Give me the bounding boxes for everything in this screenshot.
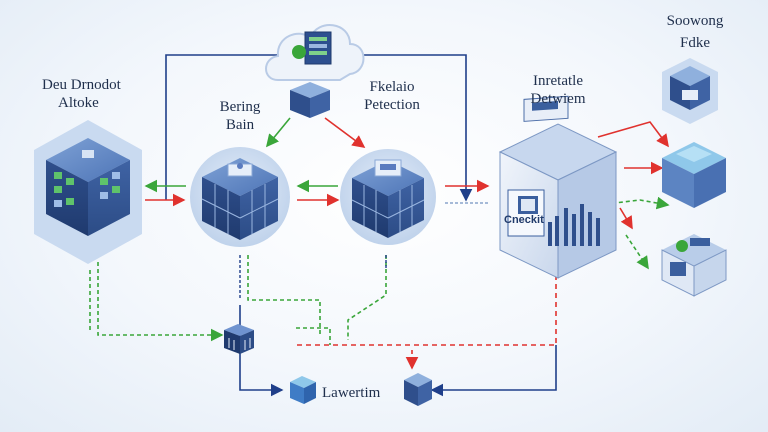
top-right-label-line2: Fdke bbox=[680, 35, 710, 51]
red-connectors bbox=[145, 117, 669, 370]
feature-label-line2: Petection bbox=[364, 97, 420, 113]
cube-icon bbox=[662, 142, 726, 208]
bottom-node-label: Lawertim bbox=[322, 385, 381, 401]
bering-label-line2: Bain bbox=[225, 117, 255, 133]
feature-label-line1: Fkelaio bbox=[369, 79, 415, 95]
server-icon bbox=[498, 95, 618, 279]
bering-label: Bering Bain bbox=[200, 98, 280, 134]
cube-icon bbox=[661, 234, 727, 297]
bering-label-line1: Bering bbox=[219, 99, 261, 115]
interest-label-line2: Detwiem bbox=[530, 91, 586, 107]
top-left-label-line2: Altoke bbox=[58, 95, 99, 111]
interest-label: Inretatle Detwiem bbox=[510, 72, 606, 108]
cube-icon bbox=[662, 58, 718, 124]
navy-dashed bbox=[239, 202, 488, 300]
cube-icon bbox=[290, 82, 330, 118]
top-left-label: Deu Drnodot Altoke bbox=[42, 76, 142, 112]
database-icon bbox=[190, 147, 290, 247]
server-icon bbox=[34, 120, 142, 264]
cube-icon bbox=[224, 324, 254, 354]
top-right-label-line1: Soowong bbox=[666, 13, 724, 29]
feature-label: Fkelaio Petection bbox=[346, 78, 438, 114]
cloud-icon bbox=[265, 24, 365, 81]
top-right-label: Soowong Fdke bbox=[650, 12, 740, 52]
database-icon bbox=[340, 149, 436, 245]
top-left-label-line1: Deu Drnodot bbox=[42, 77, 121, 93]
cube-icon bbox=[290, 376, 316, 404]
green-connectors bbox=[89, 117, 670, 345]
server-badge-label: Cneckit bbox=[504, 214, 544, 226]
cube-icon bbox=[404, 373, 432, 406]
interest-label-line1: Inretatle bbox=[533, 73, 583, 89]
